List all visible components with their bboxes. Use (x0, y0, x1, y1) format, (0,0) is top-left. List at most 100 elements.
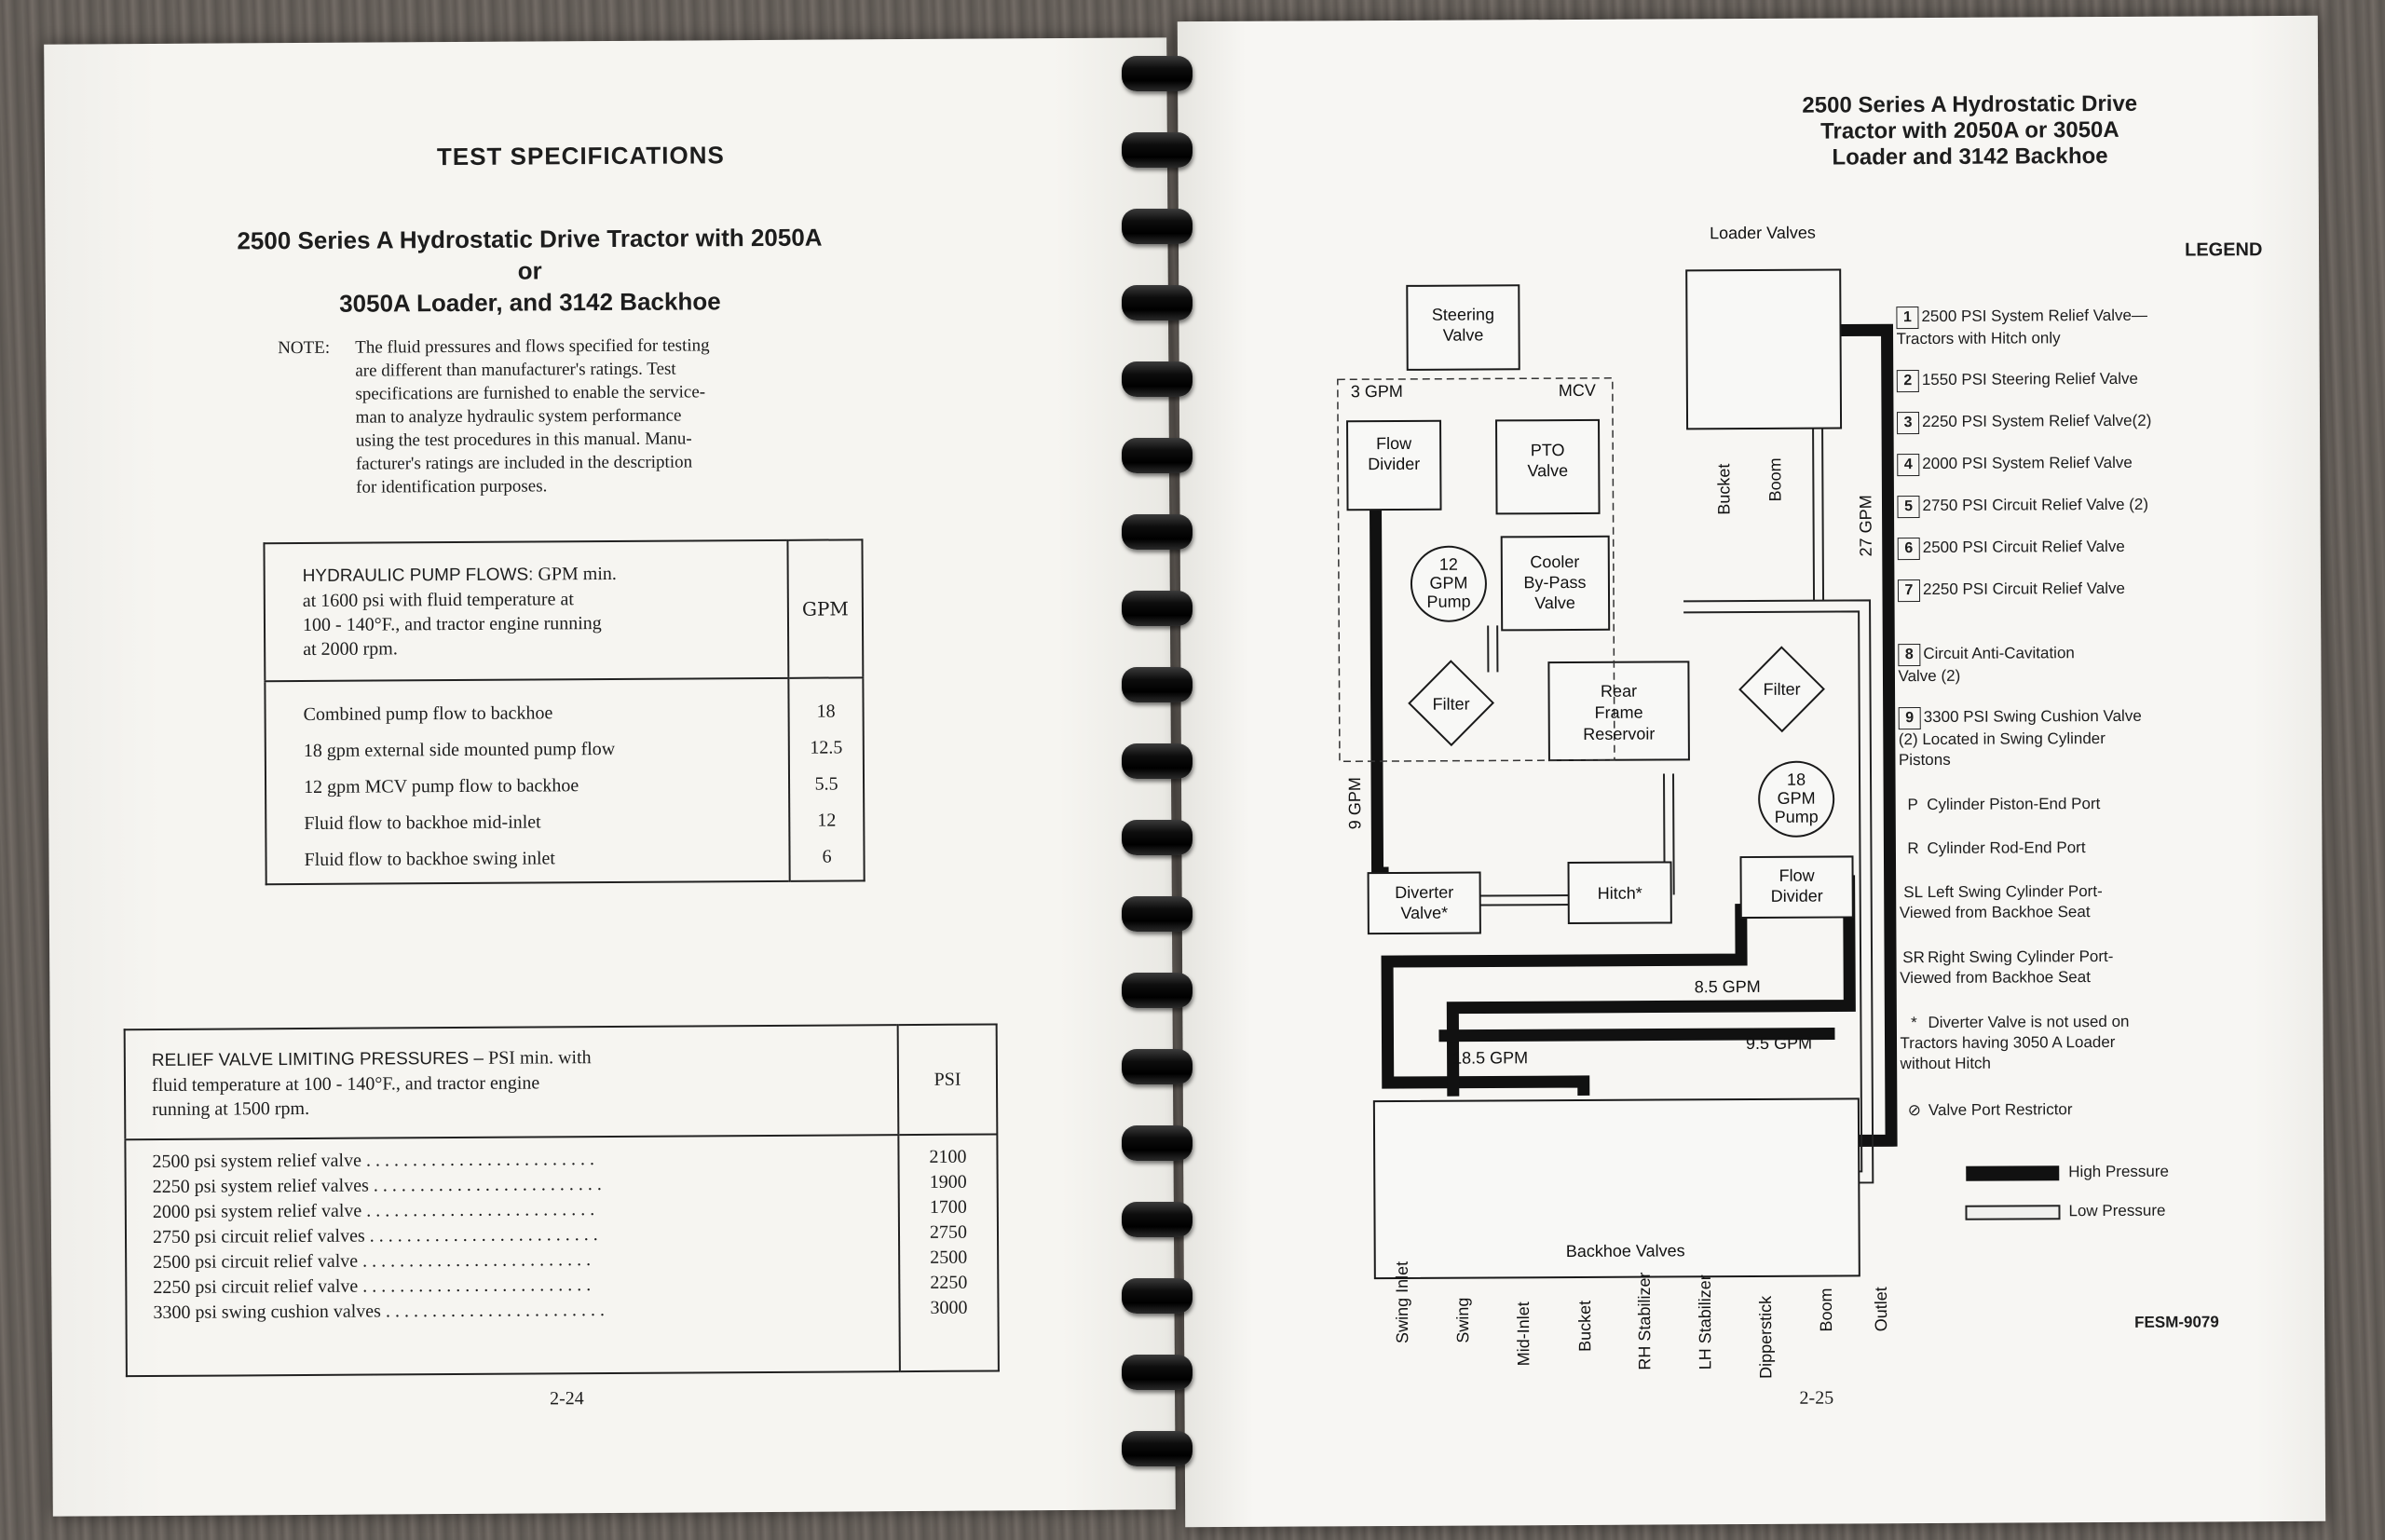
high-pressure-lines (1369, 323, 1898, 1147)
pump-12gpm (1410, 545, 1487, 622)
note-text: The fluid pressures and flows specified … (355, 335, 710, 497)
binding-coil (1122, 438, 1192, 473)
binding-coil (1122, 1355, 1192, 1390)
legend-title: LEGEND (2185, 239, 2263, 261)
section-label: LH Stabilizer (1696, 1274, 1715, 1370)
filter-right (1738, 646, 1825, 733)
label-9gpm: 9 GPM (1345, 777, 1364, 829)
label-185gpm: 18.5 GPM (1452, 1048, 1528, 1067)
label-cooler-1: Cooler (1530, 552, 1579, 571)
label-cooler-3: Valve (1534, 593, 1575, 612)
page-number: 2-24 (550, 1388, 584, 1410)
label-pump12-1: 12 (1439, 555, 1458, 574)
label-loader-boom: Boom (1765, 457, 1784, 501)
subtitle-line-2: 3050A Loader, and 3142 Backhoe (339, 287, 721, 318)
table-row-value: 5.5 (814, 773, 838, 795)
backhoe-valves-box (1372, 1097, 1860, 1280)
note-block: NOTE: The fluid pressures and flows spec… (278, 333, 911, 497)
binding-coil (1122, 896, 1192, 932)
low-pressure-swatch (1965, 1205, 2061, 1220)
table-row-value: 2750 (929, 1221, 968, 1243)
page-number: 2-25 (1799, 1387, 1834, 1409)
table-row-value: 2100 (929, 1146, 967, 1167)
label-pump18-2: GPM (1778, 789, 1816, 808)
label-backhoe-valves: Backhoe Valves (1566, 1241, 1685, 1261)
table-row-label: 12 gpm MCV pump flow to backhoe (303, 774, 579, 797)
high-pressure-swatch (1966, 1165, 2060, 1181)
pump-table-unit: GPM (787, 539, 864, 678)
label-loader-valves: Loader Valves (1710, 224, 1816, 243)
label-pto-2: Valve (1527, 461, 1568, 480)
hp-line-9gpm (1369, 500, 1389, 879)
page-subtitle: 2500 Series A Hydrostatic Drive Tractor … (231, 222, 828, 320)
note-label: NOTE: (278, 337, 331, 359)
flow-divider-top-box (1346, 419, 1442, 511)
relief-values-cell: 2100 1900 1700 2750 2500 2250 3000 (898, 1134, 999, 1372)
table-row-label: Combined pump flow to backhoe (303, 702, 553, 725)
relief-labels-cell: 2500 psi system relief valve . . . . . .… (125, 1135, 900, 1376)
binding-coil (1122, 1278, 1192, 1314)
hp-line-27gpm (1840, 323, 1898, 1147)
label-loader-bucket: Bucket (1714, 464, 1733, 515)
diagram-components (1346, 268, 1860, 1280)
pump-heading-caps: HYDRAULIC PUMP FLOWS: (302, 564, 534, 586)
section-label: Bucket (1575, 1301, 1594, 1352)
label-reservoir-3: Reservoir (1583, 725, 1655, 743)
figure-code: FESM-9079 (2134, 1313, 2219, 1331)
table-row-value: 3000 (930, 1297, 968, 1318)
binding-coil (1122, 361, 1192, 397)
binding-coil (1122, 285, 1192, 320)
binding-coil (1122, 132, 1192, 168)
label-flow-divider-b2: Divider (1771, 887, 1823, 906)
binding-coil (1122, 1431, 1192, 1466)
section-label: RH Stabilizer (1635, 1273, 1655, 1370)
pump-table-heading: HYDRAULIC PUMP FLOWS: GPM min. at 1600 p… (264, 539, 789, 682)
label-pump18-1: 18 (1787, 770, 1806, 789)
relief-table-heading: RELIEF VALVE LIMITING PRESSURES – PSI mi… (124, 1025, 899, 1140)
table-row-label: Fluid flow to backhoe mid-inlet (304, 811, 541, 834)
label-diverter-1: Diverter (1395, 883, 1453, 902)
table-row-value: 2500 (930, 1247, 968, 1268)
section-label: Outlet (1872, 1287, 1890, 1331)
table-row-value: 12.5 (810, 736, 843, 758)
label-pump18-3: Pump (1775, 808, 1819, 826)
binding-coil (1122, 1049, 1192, 1084)
table-row-label: 18 gpm external side mounted pump flow (303, 738, 616, 761)
legend-port-item: ⊘Valve Port Restrictor (1907, 1100, 2073, 1120)
label-reservoir-2: Frame (1595, 703, 1643, 722)
label-filter-left: Filter (1433, 695, 1470, 714)
hp-line-95 (1438, 1028, 1835, 1043)
label-3gpm: 3 GPM (1351, 382, 1403, 401)
pump-labels-cell: Combined pump flow to backhoe 18 gpm ext… (265, 678, 789, 884)
legend-low-pressure: Low Pressure (2068, 1201, 2166, 1220)
binding-coil (1122, 56, 1192, 91)
section-label: Swing (1453, 1298, 1472, 1343)
binding-coil (1122, 820, 1192, 855)
subtitle-line-1: 2500 Series A Hydrostatic Drive Tractor … (237, 223, 823, 285)
pump-flows-table: HYDRAULIC PUMP FLOWS: GPM min. at 1600 p… (263, 538, 865, 886)
page-title: TEST SPECIFICATIONS (436, 141, 725, 171)
binding-coil (1122, 973, 1192, 1008)
reservoir-box (1547, 661, 1690, 762)
hp-line-to-midinlet (1381, 904, 1748, 1096)
diagram-labels: Loader Valves Steering Valve 3 GPM MCV F… (1345, 224, 1875, 1261)
table-row-label: 3300 psi swing cushion valves . . . . . … (153, 1300, 605, 1324)
loader-valves-box (1685, 268, 1843, 430)
binding-coil (1122, 591, 1192, 626)
label-mcv: MCV (1559, 381, 1596, 400)
binding-coil (1122, 1125, 1192, 1161)
cooler-bypass-box (1500, 535, 1611, 632)
label-pump12-2: GPM (1429, 574, 1467, 593)
table-row-label: Fluid flow to backhoe swing inlet (304, 847, 556, 870)
pump-values-cell: 18 12.5 5.5 12 6 (788, 677, 865, 881)
